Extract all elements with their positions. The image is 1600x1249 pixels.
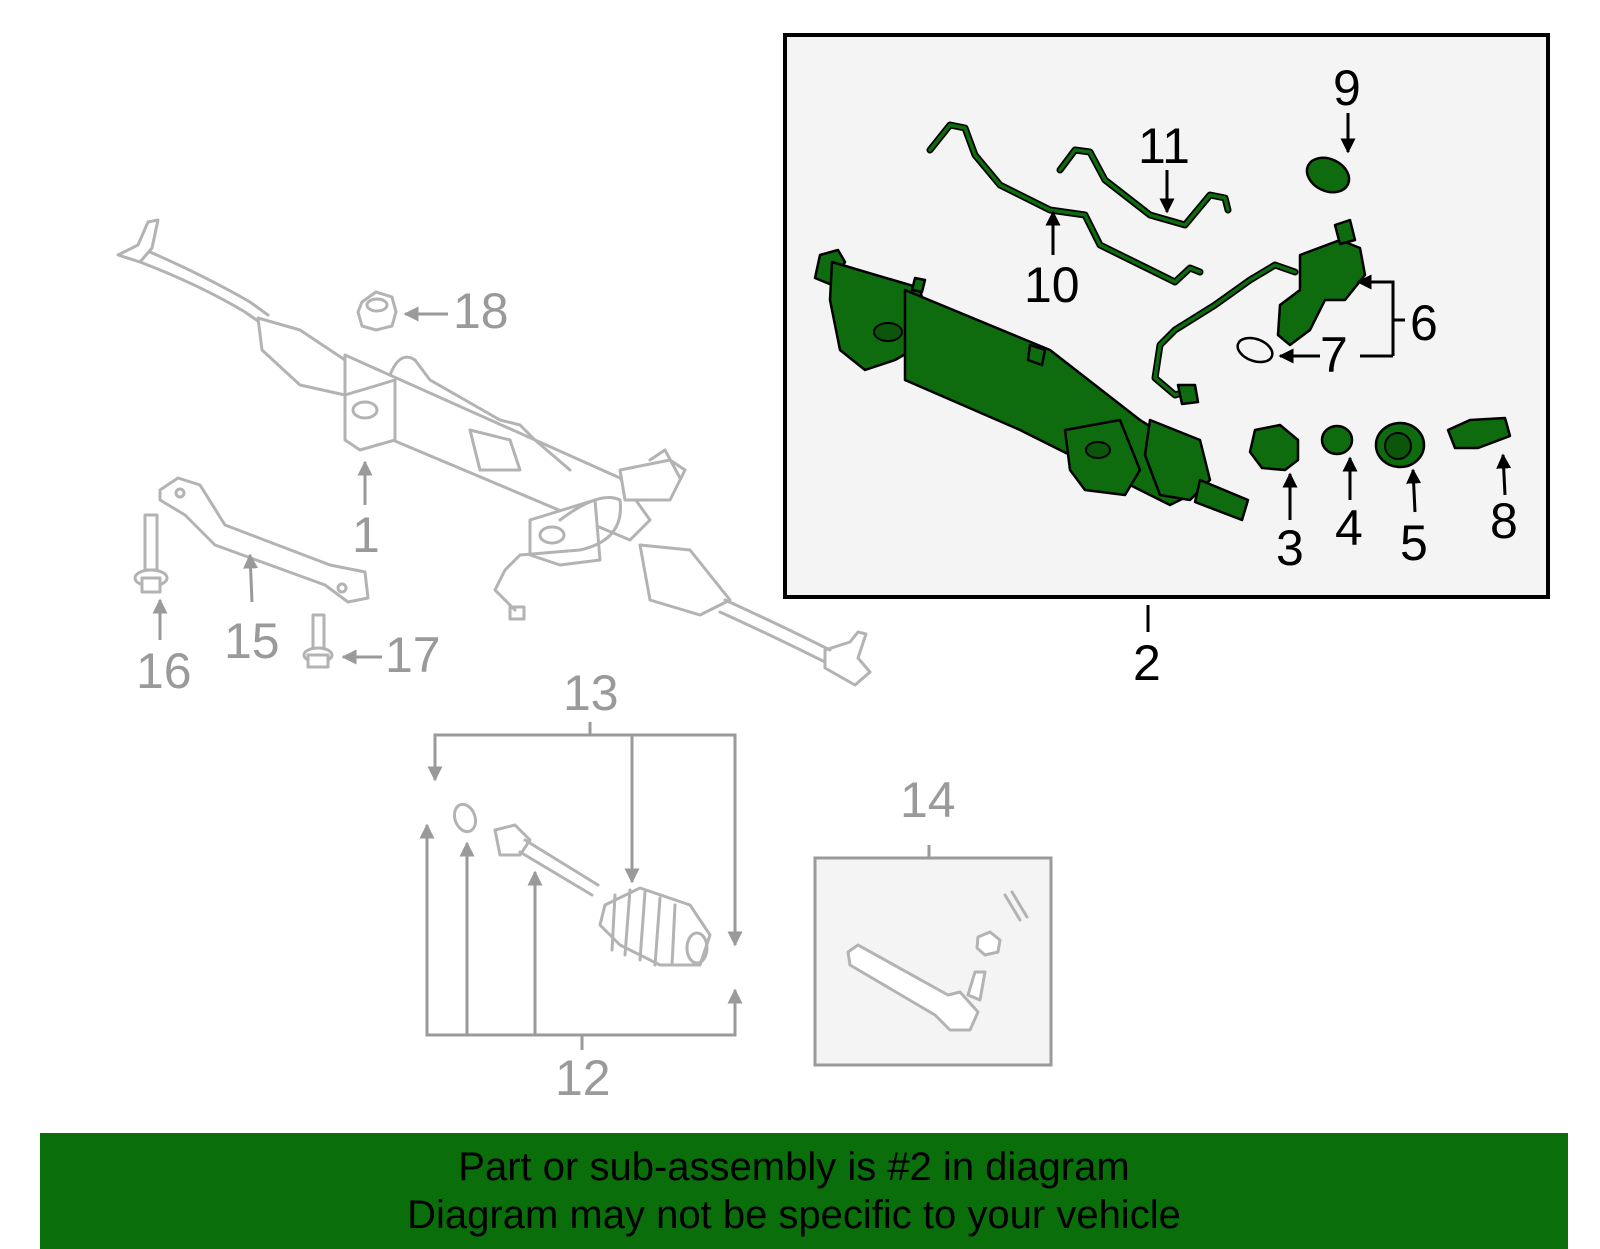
return-line-11: [1056, 146, 1232, 229]
steering-gear-assembly-2: [813, 248, 1250, 522]
seal-3: [1248, 423, 1300, 472]
callout-3: 3: [1276, 520, 1304, 576]
nut-18: [356, 290, 398, 332]
bracket-15: [158, 476, 370, 604]
steering-rack-ghost-assembly: [116, 218, 872, 687]
callout-1: 1: [352, 507, 380, 563]
cap-9: [1305, 156, 1351, 194]
callout-9: 9: [1333, 60, 1361, 116]
callout-11: 11: [1138, 118, 1190, 174]
outer-tie-rod-end-14: [846, 890, 1029, 1032]
fitting-8: [1446, 416, 1512, 450]
inner-tie-rod-group: [452, 802, 712, 967]
bolt-17: [302, 613, 334, 669]
callout-6: 6: [1410, 295, 1438, 351]
callout-15: 15: [224, 613, 280, 669]
footer-banner: Part or sub-assembly is #2 in diagram Di…: [40, 1133, 1568, 1249]
callout-14: 14: [900, 772, 956, 828]
callout-8: 8: [1490, 493, 1518, 549]
callout-7: 7: [1320, 327, 1348, 383]
o-ring-7: [1236, 336, 1274, 364]
callout-4: 4: [1335, 500, 1363, 556]
bushing-5: [1374, 421, 1426, 469]
callout-2: 2: [1133, 635, 1161, 691]
callout-17: 17: [385, 627, 441, 683]
bolt-16: [133, 513, 169, 594]
footer-line-1: Part or sub-assembly is #2 in diagram: [458, 1145, 1130, 1189]
footer-line-2: Diagram may not be specific to your vehi…: [407, 1193, 1181, 1237]
seal-4: [1320, 424, 1354, 456]
callout-5: 5: [1400, 515, 1428, 571]
callout-18: 18: [453, 283, 509, 339]
callout-12: 12: [555, 1050, 611, 1106]
callout-16: 16: [136, 643, 192, 699]
callout-13: 13: [563, 665, 619, 721]
pressure-line-10: [926, 121, 1204, 286]
valve-body-6: [1151, 218, 1367, 406]
callout-10: 10: [1024, 257, 1080, 313]
